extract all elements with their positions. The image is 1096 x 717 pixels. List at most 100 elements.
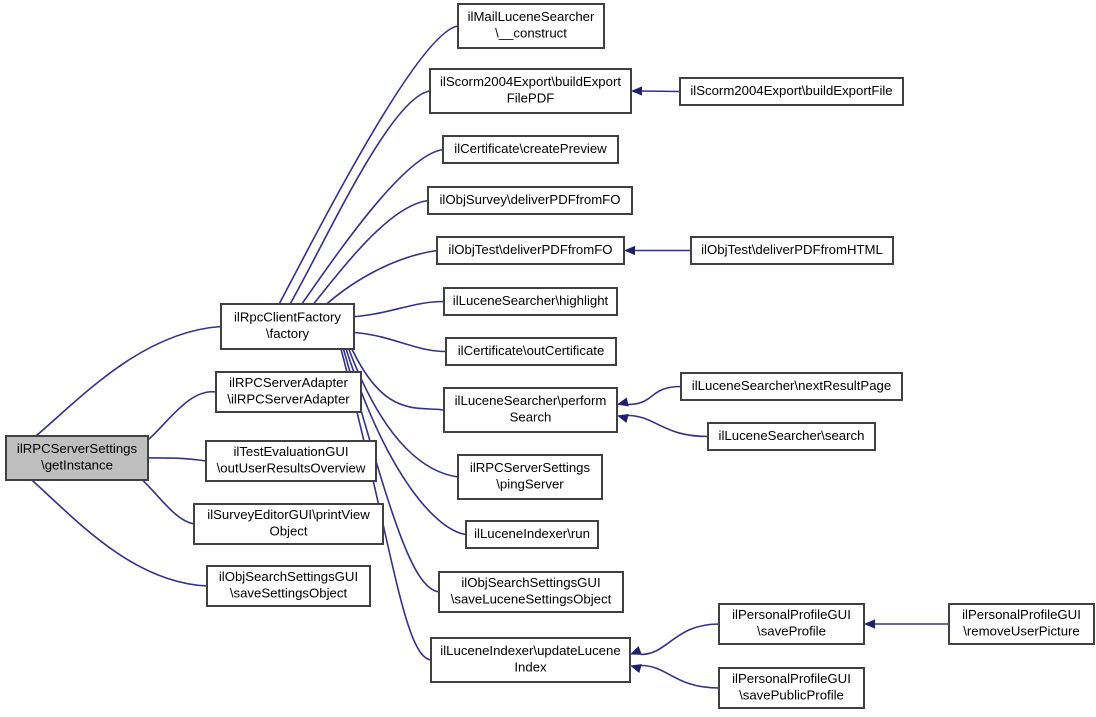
node-box: [457, 454, 603, 500]
edge-lucene-highlight-to-rpc-client-factory: [341, 300, 445, 319]
node-label: ilCertificate\outCertificate: [458, 343, 605, 358]
edge-obj-search-settings-save-to-getInstance: [17, 467, 208, 587]
node-rpc-ping-server[interactable]: ilRPCServerSettings \pingServer: [457, 454, 603, 500]
node-box: [427, 186, 633, 215]
node-obj-search-settings-lucene[interactable]: ilObjSearchSettingsGUI \saveLuceneSetting…: [438, 571, 624, 613]
edge-lucene-perform-search-to-rpc-client-factory: [346, 337, 445, 411]
node-box: [205, 440, 377, 482]
node-lucene-indexer-run[interactable]: ilLuceneIndexer\run: [465, 520, 599, 549]
edge-profile-save-public-profile-to-lucene-indexer-update: [640, 664, 720, 689]
node-label: \factory: [266, 326, 310, 341]
node-label: FilePDF: [507, 91, 555, 106]
node-rpc-server-adapter[interactable]: ilRPCServerAdapter\ilRPCServerAdapter: [215, 371, 362, 413]
node-label: ilObjSearchSettingsGUI: [461, 575, 600, 590]
node-box: [948, 603, 1095, 645]
edge-profile-save-profile-to-lucene-indexer-update-arrowhead: [630, 646, 642, 655]
node-box: [679, 77, 904, 106]
edge-lucene-search-to-lucene-perform-search-arrowhead: [617, 413, 629, 423]
node-lucene-next-result-page[interactable]: ilLuceneSearcher\nextResultPage: [680, 372, 903, 401]
node-box: [443, 387, 618, 433]
node-label: ilPersonalProfileGUI: [732, 671, 851, 686]
node-label: \saveProfile: [757, 624, 826, 639]
node-box: [465, 520, 599, 549]
node-label: Index: [514, 660, 547, 675]
node-profile-save-profile[interactable]: ilPersonalProfileGUI \saveProfile: [718, 603, 865, 645]
node-label: ilRpcClientFactory: [234, 310, 341, 325]
node-box: [718, 667, 865, 709]
edge-obj-survey-deliver-pdf-to-rpc-client-factory: [303, 199, 429, 316]
node-lucene-highlight[interactable]: ilLuceneSearcher\highlight: [443, 287, 618, 316]
node-profile-save-public-profile[interactable]: ilPersonalProfileGUI \savePublicProfile: [718, 667, 865, 709]
node-certificate-out-certificate[interactable]: ilCertificate\outCertificate: [445, 337, 617, 366]
edge-scorm2004-build-export-file-to-scorm2004-export-pdf: [640, 90, 681, 93]
node-label: \saveLuceneSettingsObject: [451, 592, 612, 607]
node-label: ilLuceneSearcher\nextResultPage: [692, 378, 891, 393]
node-label: ilCertificate\createPreview: [454, 141, 607, 156]
node-box: [220, 303, 355, 350]
node-label: ilScorm2004Export\buildExportFile: [690, 83, 892, 98]
edge-profile-save-public-profile-to-lucene-indexer-update-arrowhead: [630, 664, 642, 673]
edge-survey-editor-gui-to-getInstance: [135, 473, 195, 525]
node-label: \pingServer: [496, 477, 564, 492]
node-box: [430, 637, 631, 683]
node-obj-survey-deliver-pdf[interactable]: ilObjSurvey\deliverPDFfromFO: [427, 186, 633, 215]
node-obj-test-deliver-pdffrom-html[interactable]: ilObjTest\deliverPDFfromHTML: [690, 236, 894, 265]
node-label: ilLuceneIndexer\updateLucene: [440, 643, 620, 658]
edge-rpc-client-factory-to-getInstance: [20, 325, 222, 449]
edge-certificate-create-preview-to-rpc-client-factory: [293, 148, 444, 316]
node-label: ilTestEvaluationGUI: [233, 444, 348, 459]
node-rpc-client-factory[interactable]: ilRpcClientFactory\factory: [220, 303, 355, 350]
node-label: Search: [510, 410, 552, 425]
node-certificate-create-preview[interactable]: ilCertificate\createPreview: [442, 135, 619, 164]
node-label: Object: [269, 524, 307, 539]
node-label: ilRPCServerSettings: [470, 460, 591, 475]
node-label: ilObjSurvey\deliverPDFfromFO: [440, 192, 621, 207]
node-label: ilLuceneSearcher\perform: [455, 393, 607, 408]
node-test-evaluation-gui[interactable]: ilTestEvaluationGUI\outUserResultsOvervi…: [205, 440, 377, 482]
node-label: \savePublicProfile: [739, 688, 844, 703]
node-label: ilObjTest\deliverPDFfromHTML: [701, 242, 883, 257]
node-label: ilPersonalProfileGUI: [962, 607, 1081, 622]
node-obj-test-deliver-pdffrom-fo[interactable]: ilObjTest\deliverPDFfromFO: [436, 236, 625, 265]
node-obj-search-settings-save[interactable]: ilObjSearchSettingsGUI\saveSettingsObjec…: [206, 565, 371, 607]
edge-mail-lucene-searcher-to-rpc-client-factory: [272, 25, 459, 316]
node-box: [206, 565, 371, 607]
node-label: ilSurveyEditorGUI\printView: [207, 507, 370, 522]
node-label: ilRPCServerAdapter: [229, 375, 348, 390]
edge-scorm2004-export-pdf-to-rpc-client-factory: [282, 90, 431, 316]
edge-profile-save-profile-to-lucene-indexer-update: [640, 623, 720, 656]
node-label: ilScorm2004Export\buildExport: [440, 74, 621, 89]
node-label: \getInstance: [41, 458, 113, 473]
node-label: ilMailLuceneSearcher: [468, 9, 595, 24]
node-box: [215, 371, 362, 413]
node-scorm2004-build-export-file[interactable]: ilScorm2004Export\buildExportFile: [679, 77, 904, 106]
node-label: ilLuceneSearcher\search: [719, 428, 865, 443]
node-label: ilLuceneIndexer\run: [474, 526, 590, 541]
node-mail-lucene-searcher[interactable]: ilMailLuceneSearcher \__construct: [457, 3, 605, 49]
node-layer: ilRPCServerSettings \getInstance ilRpcClie…: [5, 3, 1095, 709]
node-label: ilRPCServerSettings: [17, 441, 138, 456]
node-lucene-search[interactable]: ilLuceneSearcher\search: [707, 422, 876, 451]
node-profile-remove-user-picture[interactable]: ilPersonalProfileGUI \removeUserPicture: [948, 603, 1095, 645]
edge-lucene-next-result-page-to-lucene-perform-search: [627, 385, 682, 406]
edge-lucene-indexer-update-to-rpc-client-factory: [337, 337, 432, 661]
node-get-instance[interactable]: ilRPCServerSettings \getInstance: [5, 435, 149, 481]
node-box: [718, 603, 865, 645]
node-label: \__construct: [495, 26, 567, 41]
node-label: \removeUserPicture: [963, 624, 1080, 639]
node-box: [5, 435, 149, 481]
edge-profile-remove-user-picture-to-profile-save-profile-arrowhead: [864, 619, 875, 629]
node-box: [442, 135, 619, 164]
node-box: [436, 236, 625, 265]
node-label: ilPersonalProfileGUI: [732, 607, 851, 622]
node-label: ilObjTest\deliverPDFfromFO: [448, 242, 612, 257]
node-label: \saveSettingsObject: [230, 586, 348, 601]
node-box: [443, 287, 618, 316]
node-box: [457, 3, 605, 49]
